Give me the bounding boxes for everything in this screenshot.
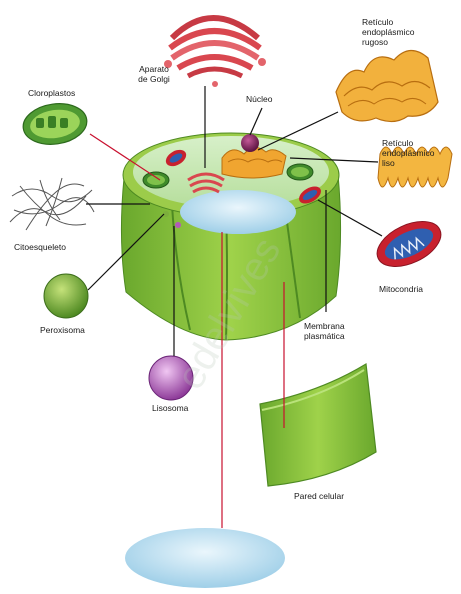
central-vacuole <box>180 190 296 234</box>
inner-chloroplast-2 <box>287 164 313 180</box>
label-mitochondria-line1: Mitocondria <box>379 284 423 294</box>
label-rer-line1: Retículo <box>362 17 414 27</box>
label-chloroplasts: Cloroplastos <box>28 88 75 98</box>
peroxisome-icon <box>44 274 88 318</box>
label-golgi-line2: de Golgi <box>124 74 184 84</box>
label-peroxisome-line1: Peroxisoma <box>40 325 85 335</box>
label-membrane-line2: plasmática <box>304 331 345 341</box>
label-rer: Retículo endoplásmico rugoso <box>362 17 414 47</box>
mitochondrion-icon <box>370 212 448 275</box>
label-peroxisome: Peroxisoma <box>40 325 85 335</box>
label-golgi: Aparato de Golgi <box>124 64 184 84</box>
label-rer-line2: endoplásmico <box>362 27 414 37</box>
rough-er-icon <box>336 50 438 121</box>
inner-lysosome <box>175 222 181 228</box>
label-chloroplasts-line1: Cloroplastos <box>28 88 75 98</box>
label-ser-line3: liso <box>382 158 434 168</box>
inner-chloroplast-1 <box>143 172 169 188</box>
label-ser: Retículo endoplásmico liso <box>382 138 434 168</box>
label-golgi-line1: Aparato <box>124 64 184 74</box>
cell-wall-icon <box>260 364 376 486</box>
label-ser-line2: endoplásmico <box>382 148 434 158</box>
label-cell-wall-line1: Pared celular <box>294 491 344 501</box>
label-rer-line3: rugoso <box>362 37 414 47</box>
label-membrane-line1: Membrana <box>304 321 345 331</box>
cytoskeleton-icon <box>10 178 94 230</box>
chloroplast-icon <box>21 100 90 149</box>
inner-rer <box>222 147 286 178</box>
label-cell-wall: Pared celular <box>294 491 344 501</box>
vacuole-icon <box>125 528 285 588</box>
label-lysosome: Lisosoma <box>152 403 188 413</box>
label-nucleus: Núcleo <box>246 94 272 104</box>
label-nucleus-line1: Núcleo <box>246 94 272 104</box>
label-ser-line1: Retículo <box>382 138 434 148</box>
label-mitochondria: Mitocondria <box>379 284 423 294</box>
label-lysosome-line1: Lisosoma <box>152 403 188 413</box>
label-cytoskeleton-line1: Citoesqueleto <box>14 242 66 252</box>
inner-nucleus <box>241 134 259 152</box>
label-membrane: Membrana plasmática <box>304 321 345 341</box>
label-cytoskeleton: Citoesqueleto <box>14 242 66 252</box>
